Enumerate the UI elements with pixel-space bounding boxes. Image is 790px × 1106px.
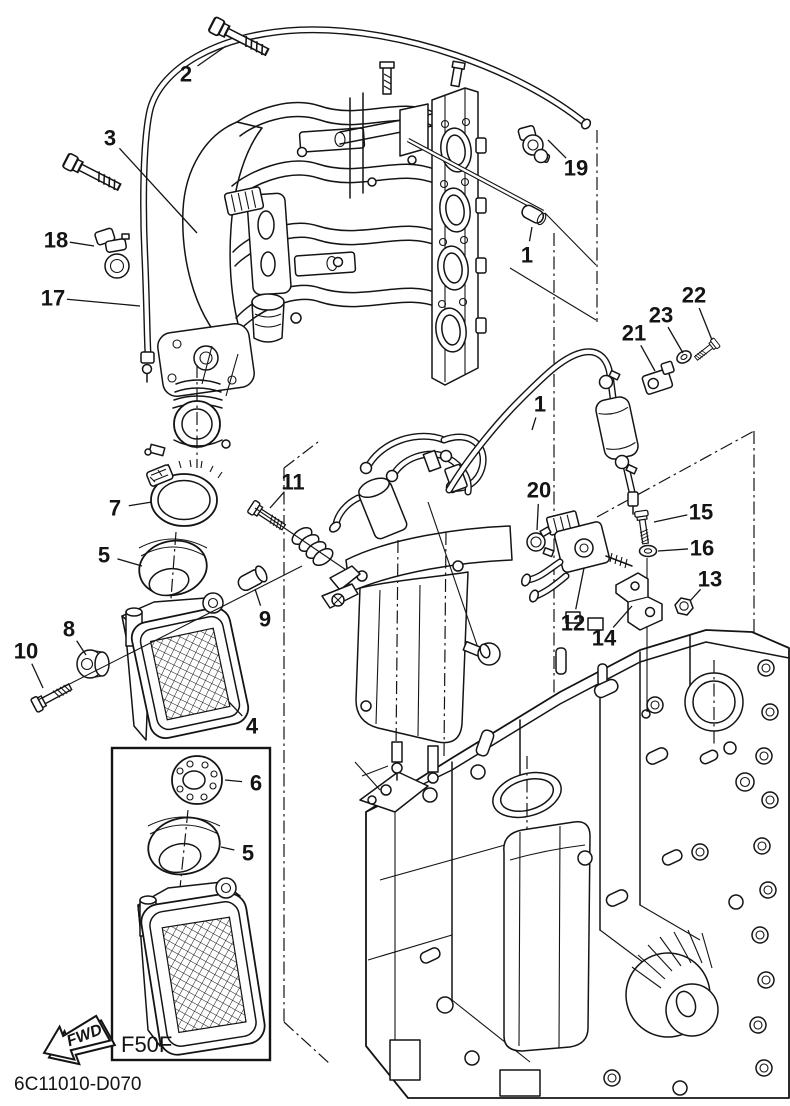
callout-leader-line	[536, 503, 539, 531]
vapor-separator-assembly	[321, 432, 513, 784]
part-callout-3: 3	[104, 126, 116, 151]
throttle-body	[144, 365, 231, 468]
callout-leader-line	[269, 492, 285, 509]
callout-leader-line	[69, 241, 95, 247]
hose-clamp-19	[517, 125, 551, 164]
part-callout-7: 7	[109, 496, 121, 521]
part-callout-20: 20	[527, 478, 551, 503]
callout-leader-line	[197, 45, 227, 67]
callout-leader-line	[698, 307, 713, 341]
callout-leader-line	[31, 663, 44, 689]
axis-line-silencer	[37, 565, 303, 701]
bolt-3	[61, 151, 124, 196]
callout-leader-line	[531, 417, 537, 431]
part-callout-5: 5	[242, 841, 254, 866]
callout-leader-line	[612, 605, 633, 628]
solenoid-valve-12	[520, 510, 633, 603]
intake-manifold	[157, 60, 487, 398]
part-callout-8: 8	[63, 617, 75, 642]
callout-leader-line	[547, 139, 567, 159]
cylinder-block	[354, 611, 790, 1099]
part-callout-10: 10	[14, 639, 38, 664]
washer-23	[676, 350, 692, 364]
fwd-direction-arrow: FWD	[42, 1014, 117, 1066]
part-callout-18: 18	[44, 228, 68, 253]
clamp-bracket-21	[641, 360, 675, 395]
bolt-2	[207, 15, 272, 61]
nut-13	[674, 597, 694, 616]
spacer-9	[237, 565, 268, 592]
callout-leader-line	[117, 558, 143, 567]
inset-variant-box: F50F	[110, 746, 272, 1062]
part-callout-6: 6	[250, 771, 262, 796]
part-callout-12: 12	[561, 611, 585, 636]
bracket-14	[615, 572, 663, 631]
inset-model-label: F50F	[121, 1032, 172, 1057]
part-callout-21: 21	[622, 321, 646, 346]
part-callout-23: 23	[649, 303, 673, 328]
part-callout-2: 2	[180, 62, 192, 87]
callout-leader-line	[228, 701, 243, 717]
part-callout-13: 13	[698, 567, 722, 592]
part-callout-19: 19	[564, 156, 588, 181]
fuel-hose-filter	[445, 348, 639, 515]
callout-leader-line	[220, 846, 235, 851]
flange-6	[171, 755, 223, 805]
fuel-pipe-and-pin-1	[406, 137, 547, 226]
hose-clamp-18	[94, 227, 130, 279]
intake-duct-5	[138, 531, 208, 613]
part-callout-1: 1	[534, 392, 546, 417]
part-callout-1: 1	[521, 243, 533, 268]
part-callout-15: 15	[689, 500, 713, 525]
intake-duct-5-inset	[147, 809, 221, 889]
callout-leader-line	[640, 344, 656, 372]
part-callout-11: 11	[281, 470, 304, 495]
callout-leader-line	[128, 501, 153, 507]
axis-line-bolt11	[254, 507, 353, 575]
callout-leader-line	[667, 326, 684, 354]
callout-leader-line	[689, 588, 702, 602]
washer-16	[638, 544, 658, 558]
silencer-case-4	[121, 592, 250, 741]
callout-leader-line	[254, 588, 262, 606]
callout-leader-line	[528, 226, 533, 242]
part-callout-5: 5	[98, 543, 110, 568]
part-callout-16: 16	[690, 536, 714, 561]
part-callout-17: 17	[41, 286, 65, 311]
callout-leader-line	[657, 548, 689, 552]
breather-hose-17	[140, 26, 592, 383]
callout-leader-line	[575, 567, 585, 610]
callout-leader-line	[76, 640, 87, 656]
part-callout-4: 4	[246, 714, 259, 739]
part-callout-9: 9	[259, 607, 271, 632]
diagram-code: 6C11010-D070	[14, 1074, 141, 1095]
callout-leader-line	[118, 147, 198, 234]
silencer-case-inset	[137, 877, 266, 1056]
callout-leader-line	[66, 298, 141, 307]
part-callout-14: 14	[592, 626, 617, 651]
bolt-22	[692, 337, 721, 364]
callout-leader-line	[653, 514, 688, 523]
hose-clamp-7	[146, 459, 223, 527]
callout-leader-line	[224, 779, 243, 783]
part-callout-22: 22	[682, 283, 706, 308]
hose-clamp-20	[526, 526, 555, 558]
grommet-8	[76, 649, 110, 679]
bolt-15	[633, 509, 653, 546]
